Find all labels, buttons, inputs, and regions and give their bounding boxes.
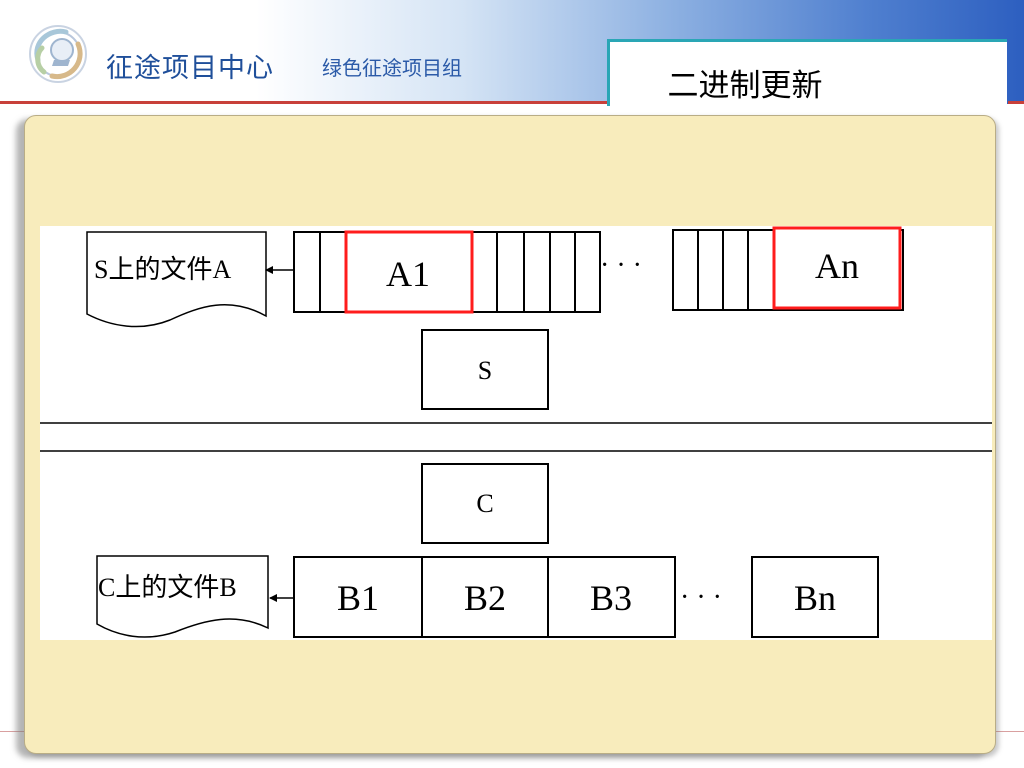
server-file-document bbox=[86, 231, 267, 328]
client-node bbox=[421, 463, 549, 544]
server-blocks-group-2: An bbox=[672, 226, 904, 311]
client-file-document bbox=[96, 555, 269, 638]
rsync-diagram: S上的文件A A1 · · · An S bbox=[40, 226, 992, 640]
rsync-diagram-svg: S上的文件A A1 · · · An S bbox=[40, 226, 992, 638]
server-ellipsis: · · · bbox=[600, 250, 642, 281]
client-block-bn-label: Bn bbox=[794, 578, 836, 618]
client-node-label: C bbox=[476, 489, 493, 518]
client-block-bn bbox=[751, 556, 879, 638]
server-blocks-group-1: A1 bbox=[293, 230, 601, 314]
client-block-b2-label: B2 bbox=[464, 578, 506, 618]
client-blocks: B1 B2 B3 · · · Bn bbox=[293, 556, 879, 638]
server-block-a1-label: A1 bbox=[386, 254, 430, 294]
header-red-rule bbox=[0, 101, 612, 104]
header-red-rule-right bbox=[1008, 101, 1024, 104]
server-node bbox=[421, 329, 549, 410]
slide-header: 征途项目中心 绿色征途项目组 二进制更新 bbox=[0, 0, 1024, 106]
client-block-b3-label: B3 bbox=[590, 578, 632, 618]
server-block-an-label: An bbox=[815, 246, 859, 286]
server-block-a1 bbox=[344, 230, 474, 314]
slide-title: 二进制更新 bbox=[667, 68, 823, 104]
header-title-main: 征途项目中心 bbox=[106, 53, 274, 84]
slide-title-box: 二进制更新 bbox=[607, 39, 1007, 106]
server-node-label: S bbox=[478, 356, 492, 385]
header-title-sub: 绿色征途项目组 bbox=[322, 56, 462, 80]
swirl-logo-icon bbox=[29, 25, 87, 83]
client-block-b2 bbox=[421, 556, 549, 638]
client-block-b3 bbox=[547, 556, 676, 638]
client-block-b1-label: B1 bbox=[337, 578, 379, 618]
client-ellipsis: · · · bbox=[680, 582, 722, 613]
client-file-label: C上的文件B bbox=[98, 573, 237, 602]
server-file-label: S上的文件A bbox=[94, 255, 231, 284]
server-block-an bbox=[772, 226, 902, 310]
